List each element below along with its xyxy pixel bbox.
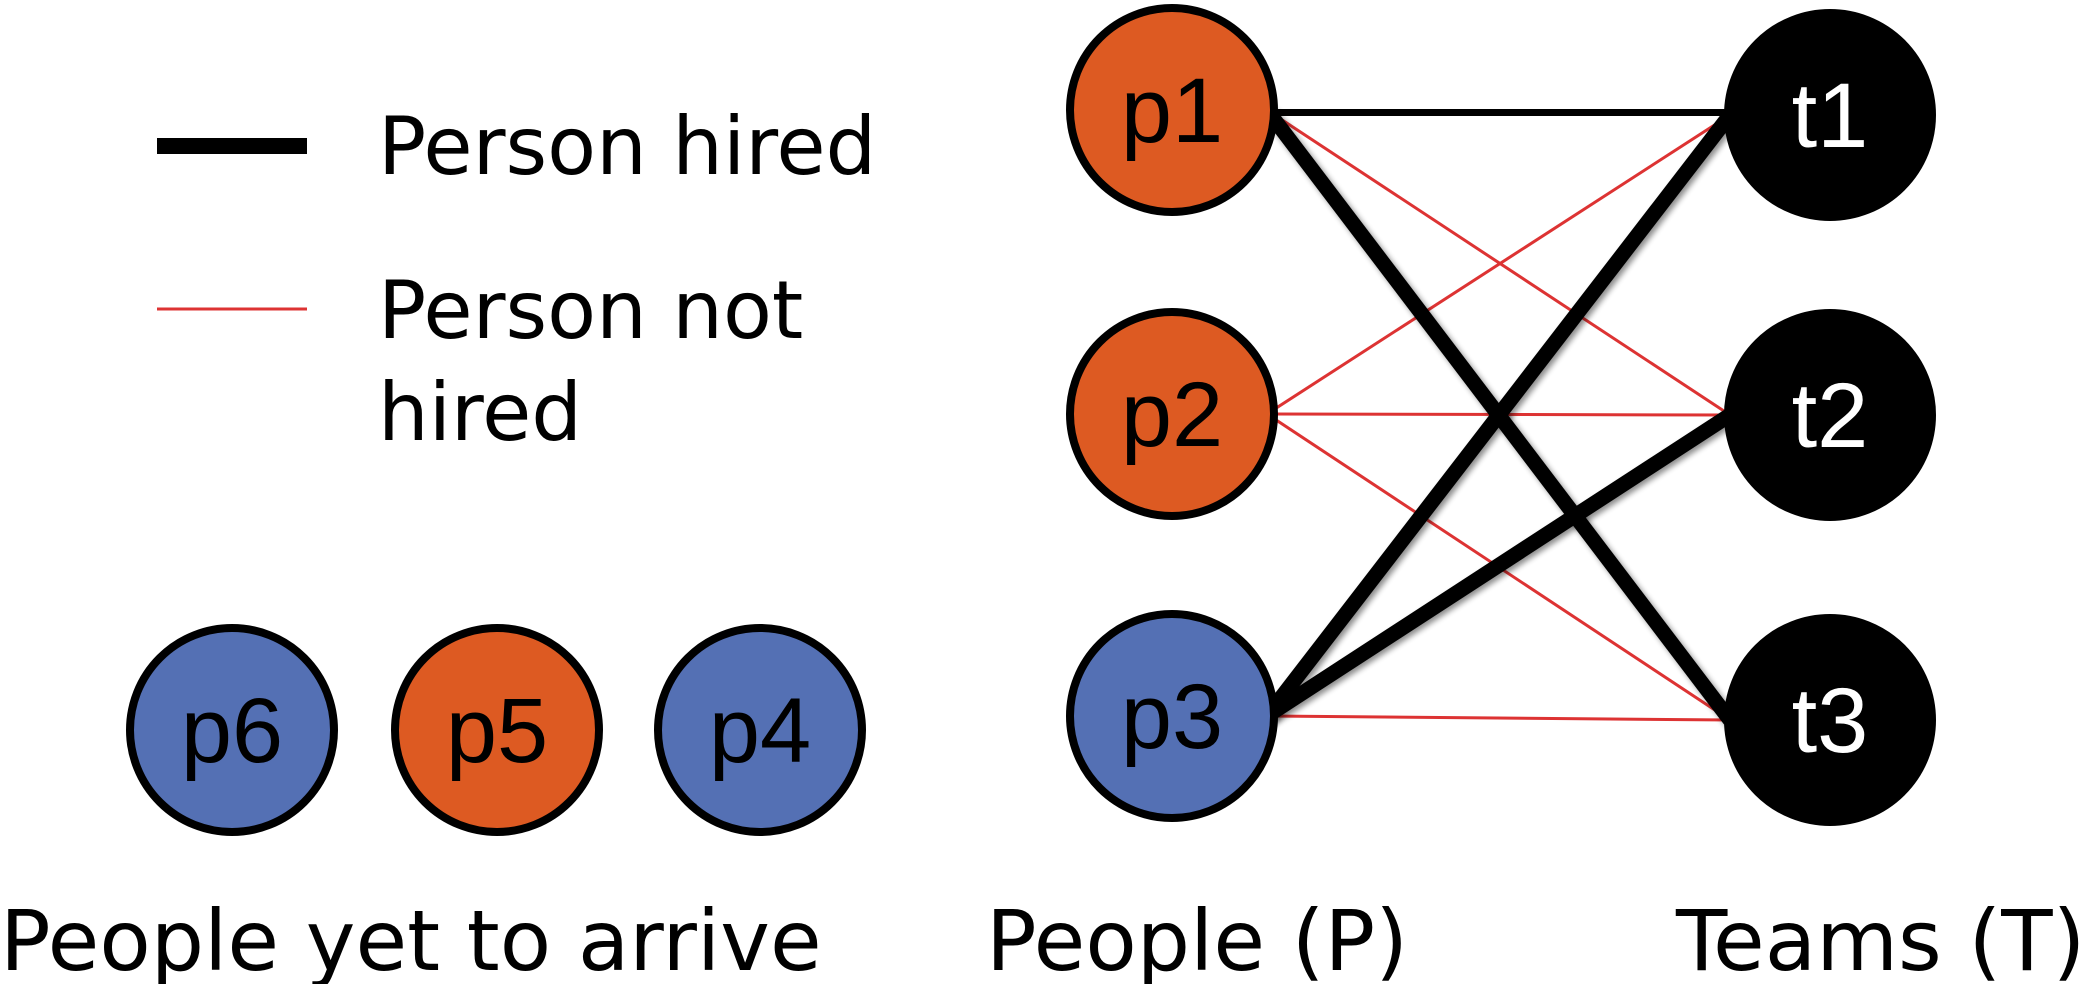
person-label-p1: p1 [1121,60,1223,162]
person-circle-p2 [1066,308,1278,520]
person-label-p3: p3 [1121,666,1223,768]
team-circle-t3 [1724,614,1936,826]
edge-p1-t1-hired [1266,102,1731,123]
team-node-t2: t2 [1724,309,1936,521]
waiting-person-circle-p5 [391,624,603,836]
waiting-person-node-p5: p5 [391,624,603,836]
edge-p3-t3-not-hired [1266,714,1731,722]
nodes: p1 p2 p3 t1 t2 t3 p6 p5 p4 [126,4,1936,836]
caption-waiting: People yet to arrive [0,892,822,984]
person-circle-p1 [1066,4,1278,216]
legend-not-hired-label-line1: Person not [378,264,803,357]
legend-not-hired-label-line2: hired [378,366,582,459]
legend-hired-label: Person hired [378,100,876,193]
waiting-person-node-p4: p4 [654,624,866,836]
team-label-t3: t3 [1792,670,1869,772]
person-label-p2: p2 [1121,364,1223,466]
waiting-person-label-p4: p4 [709,680,811,782]
edge-p3-t1-hired [1261,110,1736,721]
team-label-t1: t1 [1792,65,1869,167]
waiting-person-node-p6: p6 [126,624,338,836]
person-node-p1: p1 [1066,4,1278,216]
waiting-person-label-p6: p6 [181,680,283,782]
caption-people: People (P) [986,892,1408,984]
caption-teams: Teams (T) [1675,892,2085,984]
edges [1261,102,1736,725]
person-circle-p3 [1066,610,1278,822]
team-circle-t1 [1724,9,1936,221]
edge-p3-t2-hired [1262,408,1735,723]
edge-p1-t2-not-hired [1266,108,1731,417]
waiting-person-label-p5: p5 [446,680,548,782]
person-node-p2: p2 [1066,308,1278,520]
waiting-person-circle-p6 [126,624,338,836]
waiting-person-circle-p4 [654,624,866,836]
person-node-p3: p3 [1066,610,1278,822]
team-node-t3: t3 [1724,614,1936,826]
legend: Person hired Person not hired [157,100,876,459]
team-circle-t2 [1724,309,1936,521]
edge-p2-t1-not-hired [1266,113,1731,416]
team-label-t2: t2 [1792,365,1869,467]
team-node-t1: t1 [1724,9,1936,221]
